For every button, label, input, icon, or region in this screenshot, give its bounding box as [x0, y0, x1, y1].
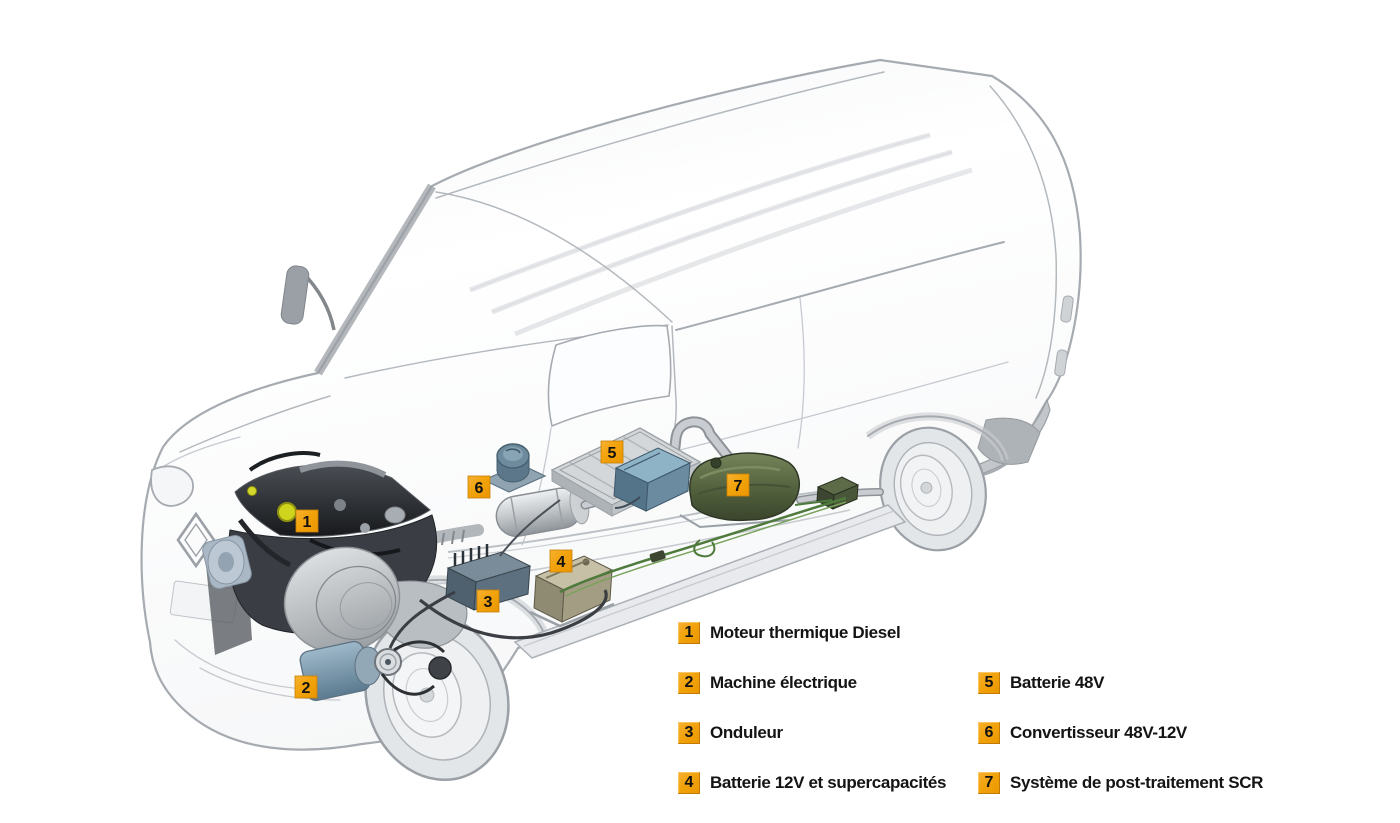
legend-label-3: Onduleur [710, 723, 783, 742]
legend-label-1: Moteur thermique Diesel [710, 623, 901, 642]
legend-marker-3: 3 [678, 722, 700, 744]
alternator [202, 535, 252, 589]
legend-item-6: 6 Convertisseur 48V-12V [978, 722, 1187, 744]
legend-item-1: 1 Moteur thermique Diesel [678, 622, 901, 644]
converter-illustration [482, 443, 547, 493]
svg-text:3: 3 [484, 594, 493, 611]
legend-marker-7: 7 [978, 772, 1000, 794]
van-ghost-outline [140, 58, 1082, 751]
rear-wheel-arch [867, 415, 1006, 461]
diagram-markers: 1 2 3 4 5 6 7 [294, 440, 750, 699]
door-window [547, 324, 672, 428]
legend-marker-2: 2 [678, 672, 700, 694]
roof-rib-lines [469, 132, 973, 337]
legend-marker-4: 4 [678, 772, 700, 794]
legend-item-7: 7 Système de post-traitement SCR [978, 772, 1263, 794]
side-mirror [280, 265, 336, 331]
svg-text:4: 4 [557, 554, 566, 571]
legend-label-2: Machine électrique [710, 673, 857, 692]
rear-wheel [879, 426, 987, 552]
diagram-marker-5: 5 [600, 440, 624, 464]
diagram-marker-7: 7 [726, 473, 750, 497]
catalytic-converter [495, 485, 590, 537]
legend-item-2: 2 Machine électrique [678, 672, 857, 694]
inverter-illustration [445, 544, 532, 611]
diagram-marker-1: 1 [295, 509, 319, 533]
svg-text:6: 6 [475, 480, 484, 497]
headlight [150, 465, 194, 507]
front-wheel [364, 612, 510, 782]
green-harness-lines [388, 496, 847, 649]
oil-filler-cap [277, 502, 297, 522]
a-pillar [314, 183, 436, 376]
legend-item-4: 4 Batterie 12V et supercapacités [678, 772, 946, 794]
svg-text:2: 2 [302, 680, 311, 697]
electric-machine-illustration [299, 640, 452, 702]
svg-text:7: 7 [734, 478, 743, 495]
legend-label-6: Convertisseur 48V-12V [1010, 723, 1187, 742]
battery12-illustration [529, 555, 615, 628]
dipstick-handle [247, 486, 257, 496]
battery48-illustration [550, 427, 702, 517]
svg-text:5: 5 [608, 445, 617, 462]
rear-mudflap [977, 417, 1041, 465]
legend-item-3: 3 Onduleur [678, 722, 783, 744]
svg-text:1: 1 [303, 514, 312, 531]
legend-marker-6: 6 [978, 722, 1000, 744]
legend-label-4: Batterie 12V et supercapacités [710, 773, 947, 792]
legend-marker-5: 5 [978, 672, 1000, 694]
legend-label-5: Batterie 48V [1010, 673, 1105, 692]
diagram-marker-2: 2 [294, 675, 318, 699]
brand-diamond-icon [176, 511, 216, 569]
legend-marker-1: 1 [678, 622, 700, 644]
legend-label-7: Système de post-traitement SCR [1010, 773, 1264, 792]
diagram-marker-4: 4 [549, 549, 573, 573]
legend-item-5: 5 Batterie 48V [978, 672, 1104, 694]
diagram-marker-6: 6 [467, 475, 491, 499]
battery48-module [613, 447, 692, 512]
diagram-marker-3: 3 [476, 589, 500, 613]
